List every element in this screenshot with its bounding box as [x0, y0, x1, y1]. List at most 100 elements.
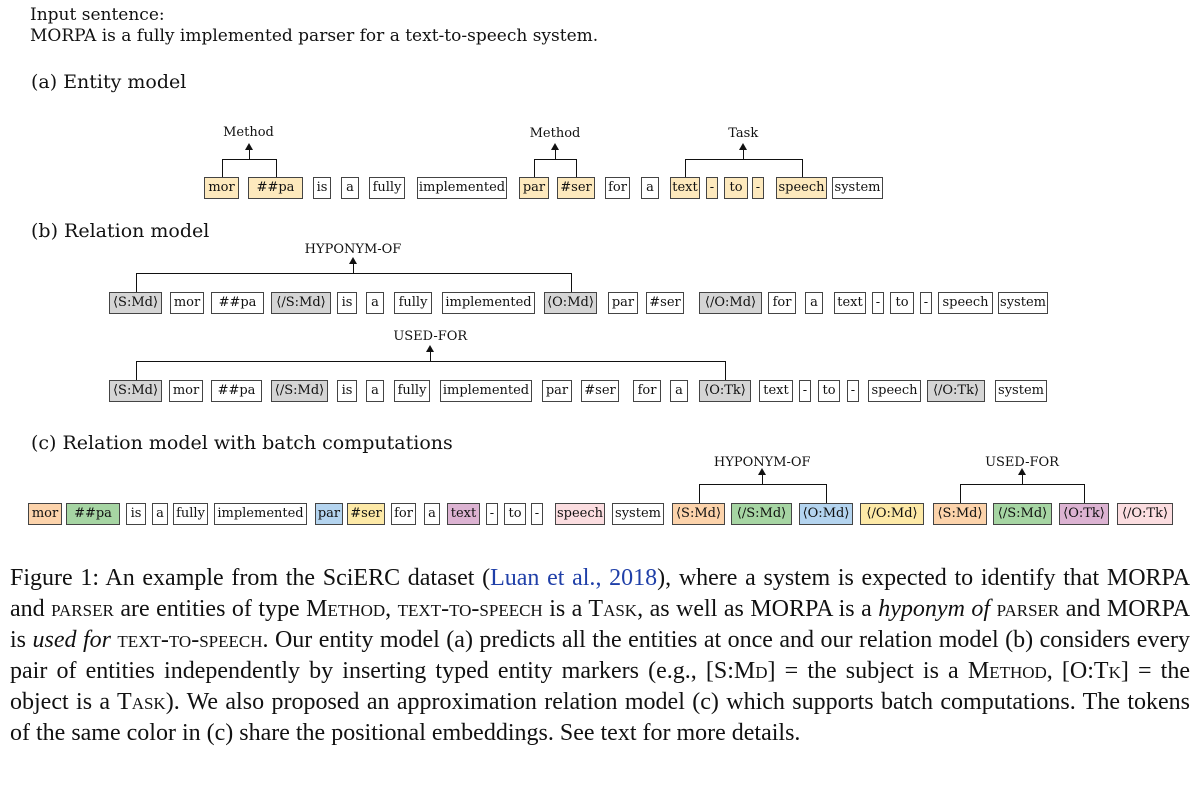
token: - [920, 292, 932, 314]
arrow-up-icon [349, 257, 357, 264]
token: ⟨/S:Md⟩ [993, 503, 1052, 525]
token: fully [173, 503, 208, 525]
token: speech [868, 380, 921, 402]
bracket-line [685, 159, 803, 160]
arrow-up-icon [244, 143, 253, 150]
relation-label: USED-FOR [393, 329, 468, 344]
bracket-line [221, 159, 277, 160]
bracket-line [534, 159, 535, 177]
token: fully [369, 177, 405, 199]
token: text [759, 380, 793, 402]
token: is [337, 380, 357, 402]
token: implemented [417, 177, 507, 199]
bracket-line [534, 159, 577, 160]
token: system [832, 177, 883, 199]
token: is [126, 503, 146, 525]
bracket-line [826, 484, 827, 503]
token: speech [938, 292, 993, 314]
token: a [641, 177, 659, 199]
token: a [366, 380, 384, 402]
token: #ser [646, 292, 684, 314]
token: ##pa [66, 503, 120, 525]
token: is [337, 292, 357, 314]
input-sentence-text: MORPA is a fully implemented parser for … [30, 26, 599, 46]
bracket-line [135, 273, 137, 292]
relation-label: Method [529, 126, 581, 141]
token: ⟨/S:Md⟩ [731, 503, 792, 525]
token: ⟨O:Md⟩ [544, 292, 597, 314]
token: ⟨/S:Md⟩ [271, 292, 331, 314]
section-entity-model: (a) Entity model [31, 71, 187, 93]
token: - [531, 503, 543, 525]
bracket-line [248, 149, 250, 159]
token: a [341, 177, 359, 199]
bracket-line [576, 159, 577, 177]
token: ⟨/O:Md⟩ [699, 292, 762, 314]
token: implemented [214, 503, 307, 525]
token: - [706, 177, 718, 199]
token: mor [28, 503, 62, 525]
token: implemented [442, 292, 535, 314]
token: to [724, 177, 748, 199]
bracket-line [555, 149, 556, 159]
bracket-line [960, 484, 1085, 485]
arrow-up-icon [739, 143, 748, 150]
token: text [447, 503, 480, 525]
bracket-line [430, 351, 432, 361]
token: is [313, 177, 331, 199]
token: ⟨S:Md⟩ [109, 292, 162, 314]
bracket-line [353, 263, 354, 273]
bracket-line [1022, 474, 1023, 484]
token: ⟨O:Tk⟩ [1059, 503, 1109, 525]
token: to [890, 292, 914, 314]
token: - [847, 380, 859, 402]
token: #ser [581, 380, 619, 402]
token: - [486, 503, 498, 525]
token: #ser [557, 177, 595, 199]
token: fully [394, 292, 432, 314]
token: a [152, 503, 168, 525]
relation-label: Task [728, 126, 759, 141]
arrow-up-icon [758, 468, 767, 475]
token: ##pa [211, 292, 264, 314]
token: to [504, 503, 526, 525]
token: speech [555, 503, 605, 525]
bracket-line [135, 361, 726, 362]
token: par [542, 380, 572, 402]
bracket-line [698, 484, 827, 485]
arrow-up-icon [426, 345, 435, 352]
token: ⟨S:Md⟩ [109, 380, 162, 402]
relation-label: USED-FOR [985, 455, 1059, 470]
token: ⟨/O:Md⟩ [860, 503, 924, 525]
section-batch-relation-model: (c) Relation model with batch computatio… [31, 432, 453, 454]
token: a [424, 503, 440, 525]
arrow-up-icon [551, 143, 559, 150]
token: system [995, 380, 1047, 402]
token: par [315, 503, 343, 525]
token: mor [204, 177, 239, 199]
token: for [605, 177, 630, 199]
token: to [818, 380, 840, 402]
token: text [670, 177, 700, 199]
token: par [608, 292, 638, 314]
section-relation-model: (b) Relation model [31, 220, 210, 242]
token: ⟨O:Tk⟩ [699, 380, 751, 402]
token: text [834, 292, 866, 314]
token: for [768, 292, 796, 314]
citation-link[interactable]: Luan et al., 2018 [490, 565, 658, 591]
token: implemented [440, 380, 532, 402]
bracket-line [135, 273, 572, 274]
token: ⟨/O:Tk⟩ [1117, 503, 1173, 525]
bracket-line [1084, 484, 1085, 503]
bracket-line [725, 361, 726, 380]
token: - [872, 292, 884, 314]
token: mor [169, 380, 203, 402]
bracket-line [698, 484, 700, 503]
token: ⟨/S:Md⟩ [271, 380, 328, 402]
relation-label: HYPONYM-OF [304, 242, 402, 257]
token: - [752, 177, 764, 199]
input-sentence-heading: Input sentence: [30, 5, 165, 25]
figure-caption: Figure 1: An example from the SciERC dat… [10, 565, 1191, 746]
token: a [670, 380, 688, 402]
bracket-line [570, 273, 572, 292]
